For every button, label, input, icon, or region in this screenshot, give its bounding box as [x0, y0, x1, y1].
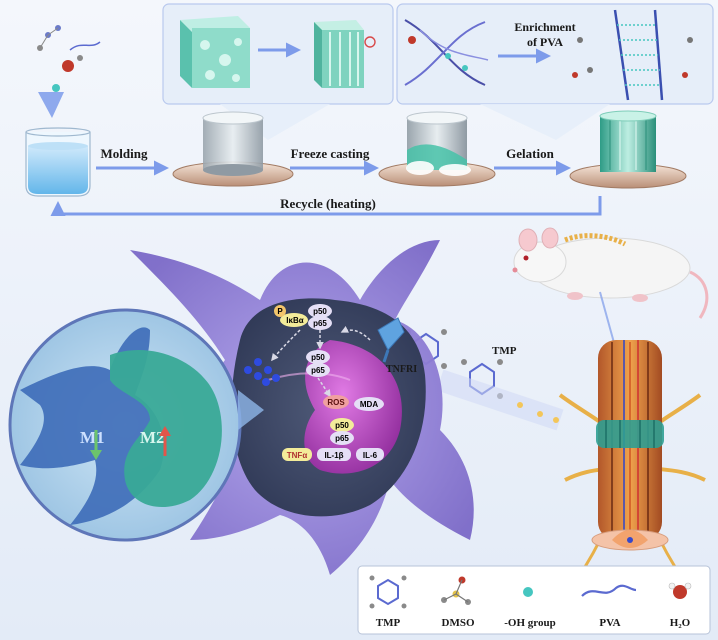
p65-bubble-top [308, 316, 332, 330]
water-molecule-icon [668, 582, 692, 599]
degradation-dots [244, 358, 280, 386]
p65-label-mid: p65 [311, 366, 325, 375]
oh-group-icon [523, 587, 533, 597]
legend-label-pva: PVA [599, 617, 620, 629]
il1b-bubble [317, 448, 351, 461]
tnfri-label: TNFRI [386, 364, 417, 375]
ikba-bubble [280, 313, 308, 327]
p50-label-mid: p50 [311, 353, 325, 362]
mda-label: MDA [360, 400, 378, 409]
macrophage-magnifier: M1 M2 [8, 308, 242, 542]
m2-label: M2 [140, 428, 165, 447]
legend-label-tmp: TMP [376, 617, 401, 629]
spinal-cord-icon [558, 340, 706, 591]
mouse-icon [512, 227, 709, 319]
aligned-pore-block-icon [314, 20, 376, 88]
ikba-label: IκBα [286, 316, 303, 325]
enrichment-label-line2: of PVA [527, 35, 563, 49]
frozen-gel-cylinder-icon [378, 111, 496, 187]
pva-chain-icon [581, 584, 637, 597]
dmso-molecule-icon [441, 576, 471, 605]
legend: TMP DMSO -OH group PVA H₂O [357, 565, 711, 635]
beaker-icon [25, 127, 91, 197]
p50-bubble-nuc [330, 418, 354, 432]
ros-bubble [323, 395, 349, 409]
porous-cube-icon [180, 16, 250, 88]
freeze-casting-label: Freeze casting [291, 146, 370, 161]
p50-label-top: p50 [313, 307, 327, 316]
il6-label: IL-6 [363, 451, 378, 460]
ros-label: ROS [327, 398, 345, 407]
tmp-label: TMP [492, 345, 517, 357]
p50-bubble-mid [306, 350, 330, 364]
p65-bubble-mid [306, 363, 330, 377]
mda-bubble [354, 397, 384, 411]
recycle-label: Recycle (heating) [280, 196, 376, 211]
p-label: P [277, 307, 283, 316]
magnifier-to-cell-arrow [238, 390, 264, 430]
enrichment-callout-pointer [480, 104, 610, 140]
p50-bubble-top [308, 304, 332, 318]
legend-box [357, 565, 711, 635]
il1b-label: IL-1β [324, 451, 343, 460]
pva-chains-icon [404, 19, 489, 86]
m1-label: M1 [80, 428, 105, 447]
legend-label-oh: -OH group [504, 617, 555, 629]
p65-bubble-nuc [330, 431, 354, 445]
gelation-label: Gelation [506, 146, 554, 161]
nucleus [304, 340, 402, 474]
recycle-arrow [50, 196, 602, 216]
legend-label-water: H₂O [670, 617, 691, 629]
molding-label: Molding [101, 146, 148, 161]
tmp-molecule-icon [369, 575, 407, 609]
p50-label-nuc: p50 [335, 421, 349, 430]
p65-label-top: p65 [313, 319, 327, 328]
process-panel: Enrichment of PVA [25, 3, 714, 216]
beam-sparkles [517, 402, 559, 423]
hydrogel-cylinder-icon [569, 110, 687, 189]
legend-label-dmso: DMSO [442, 617, 475, 629]
tnfri-receptor-icon [377, 317, 405, 363]
enrichment-label-line1: Enrichment [514, 20, 575, 34]
clear-gel-cylinder-icon [172, 111, 294, 187]
p65-label-nuc: p65 [335, 434, 349, 443]
il6-bubble [356, 448, 384, 461]
crosslinked-network-icon [572, 9, 693, 101]
pour-arrow [38, 92, 64, 118]
molecules-icon [37, 25, 101, 92]
nfkb-pathway: P IκBα p50 p65 p50 p65 ROS MDA p50 p65 [244, 304, 384, 461]
tnfa-label: TNFα [287, 451, 308, 460]
phospho-bubble [274, 305, 286, 317]
tnfa-bubble [282, 448, 312, 461]
